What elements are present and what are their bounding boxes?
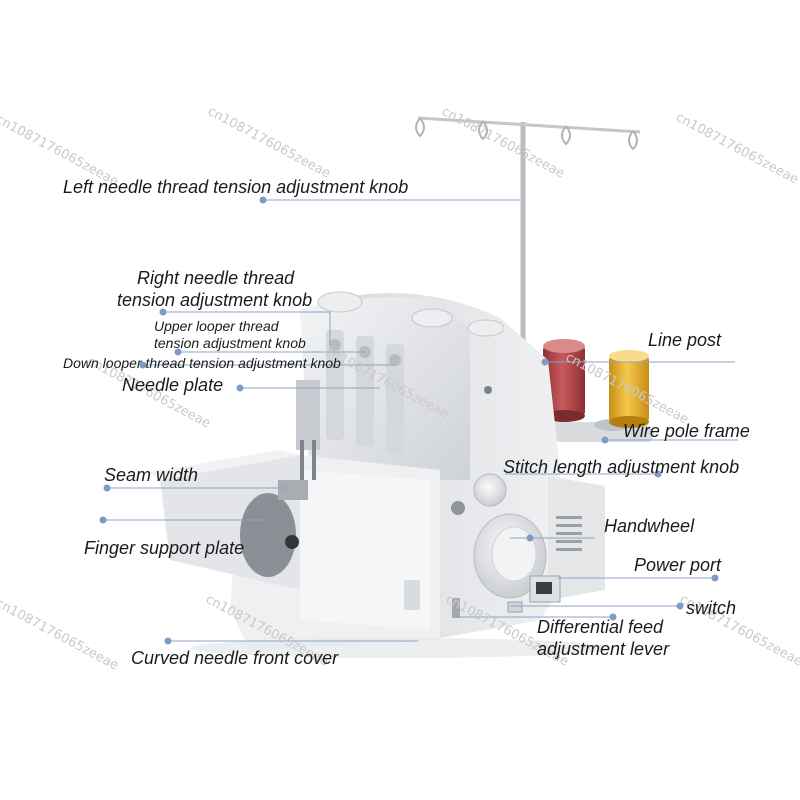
label-differential-line1: Differential feed	[537, 617, 664, 637]
label-switch: switch	[686, 598, 737, 618]
label-curved-needle-cover: Curved needle front cover	[131, 648, 339, 668]
leader-lines	[99, 196, 738, 645]
thread-stand	[415, 116, 641, 342]
yellow-spool	[609, 350, 649, 428]
label-right-needle-line2: tension adjustment knob	[117, 290, 313, 310]
label-handwheel: Handwheel	[604, 516, 695, 536]
label-finger-support-plate: Finger support plate	[84, 538, 245, 558]
label-stitch-length: Stitch length adjustment knob	[503, 457, 740, 477]
label-line-post: Line post	[648, 330, 722, 350]
label-upper-looper-line1: Upper looper thread	[154, 318, 279, 334]
label-needle-plate: Needle plate	[122, 375, 224, 395]
label-power-port: Power port	[634, 555, 722, 575]
label-right-needle-line1: Right needle thread	[137, 268, 295, 288]
label-differential-line2: adjustment lever	[537, 639, 670, 659]
label-wire-pole-frame: Wire pole frame	[623, 421, 750, 441]
label-upper-looper-line2: tension adjustment knob	[154, 335, 306, 351]
label-down-looper: Down looper thread tension adjustment kn…	[63, 355, 341, 371]
label-seam-width: Seam width	[104, 465, 199, 485]
machine-body	[150, 291, 610, 658]
label-left-needle-tension: Left needle thread tension adjustment kn…	[63, 177, 409, 197]
